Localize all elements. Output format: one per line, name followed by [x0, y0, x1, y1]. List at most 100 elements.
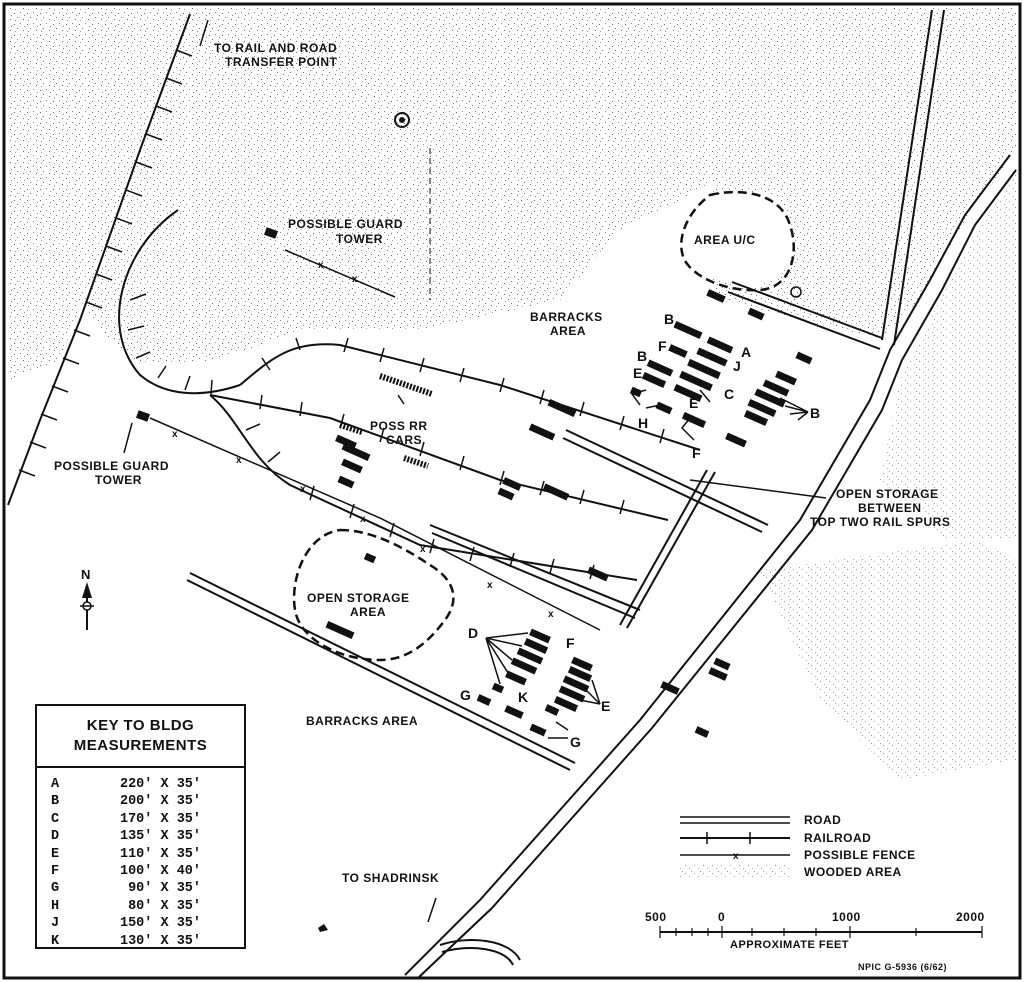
key-row-letter: G [51, 881, 60, 897]
scale-caption: APPROXIMATE FEET [730, 939, 849, 951]
building [523, 638, 549, 654]
building [629, 386, 643, 398]
svg-text:x: x [236, 455, 242, 466]
bldg-letter-k: K [518, 689, 528, 705]
label-open-storage-between-2: BETWEEN [858, 501, 922, 515]
building [673, 320, 703, 340]
building [587, 566, 609, 582]
building [706, 289, 726, 303]
bldg-letter-b: B [810, 405, 820, 421]
legend-road-label: ROAD [804, 813, 841, 827]
label-open-storage-area-1: OPEN STORAGE [307, 591, 409, 605]
wooded-area [8, 8, 1016, 780]
buildings [325, 289, 813, 738]
building [553, 696, 579, 712]
key-row-size: 90' X 35' [119, 881, 201, 897]
building [337, 475, 355, 489]
building [529, 723, 547, 737]
misc-features [318, 112, 802, 932]
possible-fence [149, 148, 601, 631]
legend-fence-label: POSSIBLE FENCE [804, 848, 916, 862]
label-guard-tower-left-2: TOWER [95, 473, 142, 487]
key-row-letter: C [51, 811, 60, 827]
label-barracks-top-2: AREA [550, 324, 586, 338]
key-row-letter: F [51, 863, 60, 879]
label-area-uc: AREA U/C [694, 233, 756, 247]
building [696, 347, 728, 367]
guard-tower-markers [135, 227, 279, 422]
key-title-line-2: MEASUREMENTS [73, 737, 208, 754]
key-row: C 170' X 35' [51, 811, 244, 828]
key-title-line-1: KEY TO BLDG [86, 717, 195, 734]
legend-wooded-label: WOODED AREA [804, 865, 902, 879]
building [762, 379, 790, 397]
building [641, 372, 667, 388]
building [544, 704, 560, 716]
label-guard-tower-top-1: POSSIBLE GUARD [288, 217, 403, 231]
label-barracks-top-1: BARRACKS [530, 310, 603, 324]
building [335, 434, 357, 450]
label-poss-rr-2: CARS [386, 433, 422, 447]
svg-text:x: x [733, 851, 739, 862]
open-storage-boundary [292, 528, 455, 662]
bldg-letter-e: E [633, 365, 642, 381]
key-row-letter: A [51, 777, 60, 792]
building [706, 336, 734, 354]
bldg-letter-e: E [601, 698, 610, 714]
label-guard-tower-left-1: POSSIBLE GUARD [54, 459, 169, 473]
bldg-letter-f: F [692, 445, 701, 461]
building [491, 682, 505, 694]
building [510, 657, 538, 675]
building [502, 477, 522, 491]
main-road [404, 154, 1017, 979]
svg-text:x: x [360, 514, 366, 525]
building [528, 423, 556, 441]
bldg-letter-f: F [566, 635, 575, 651]
label-rail-transfer-1: TO RAIL AND ROAD [214, 41, 337, 55]
key-row-size: 100' X 40' [119, 863, 201, 879]
key-title: KEY TO BLDG MEASUREMENTS [37, 706, 244, 768]
scale-bar: 500 0 1000 2000 APPROXIMATE FEET [645, 910, 984, 951]
key-row-size: 220' X 35' [119, 777, 201, 792]
building [673, 383, 703, 403]
label-barracks-bottom: BARRACKS AREA [306, 714, 418, 728]
bldg-letter-g: G [570, 734, 581, 750]
key-row-letter: B [51, 794, 60, 810]
label-to-shadrinsk: TO SHADRINSK [342, 871, 439, 885]
key-row-size: 130' X 35' [119, 933, 201, 949]
key-row-letter: H [51, 898, 60, 914]
building [542, 483, 570, 501]
building [775, 370, 797, 386]
svg-text:x: x [172, 429, 178, 440]
building [476, 694, 492, 706]
svg-text:x: x [352, 274, 358, 285]
legend-railroad-label: RAILROAD [804, 831, 871, 845]
building [694, 726, 710, 738]
bldg-letter-a: A [741, 344, 751, 360]
key-row: H 80' X 35' [51, 898, 244, 915]
building [504, 705, 524, 719]
building [567, 666, 593, 682]
label-poss-rr-1: POSS RR [370, 419, 428, 433]
key-row-size: 200' X 35' [119, 794, 201, 810]
bldg-letter-e: E [689, 395, 698, 411]
building [687, 358, 721, 380]
building [516, 647, 544, 665]
svg-text:x: x [487, 580, 493, 591]
scale-tick-500: 500 [645, 910, 667, 924]
key-row: F 100' X 40' [51, 863, 244, 880]
north-arrow-icon [80, 582, 94, 630]
bldg-letter-g: G [460, 687, 471, 703]
building [681, 412, 707, 428]
key-row-size: 80' X 35' [119, 898, 201, 914]
key-row: B 200' X 35' [51, 793, 244, 810]
scale-tick-0: 0 [718, 910, 725, 924]
key-row-letter: J [51, 916, 60, 932]
key-row-letter: D [51, 829, 60, 845]
label-rail-transfer-2: TRANSFER POINT [225, 55, 338, 69]
building [341, 458, 363, 474]
key-row-size: 170' X 35' [119, 811, 201, 827]
building [679, 370, 713, 392]
